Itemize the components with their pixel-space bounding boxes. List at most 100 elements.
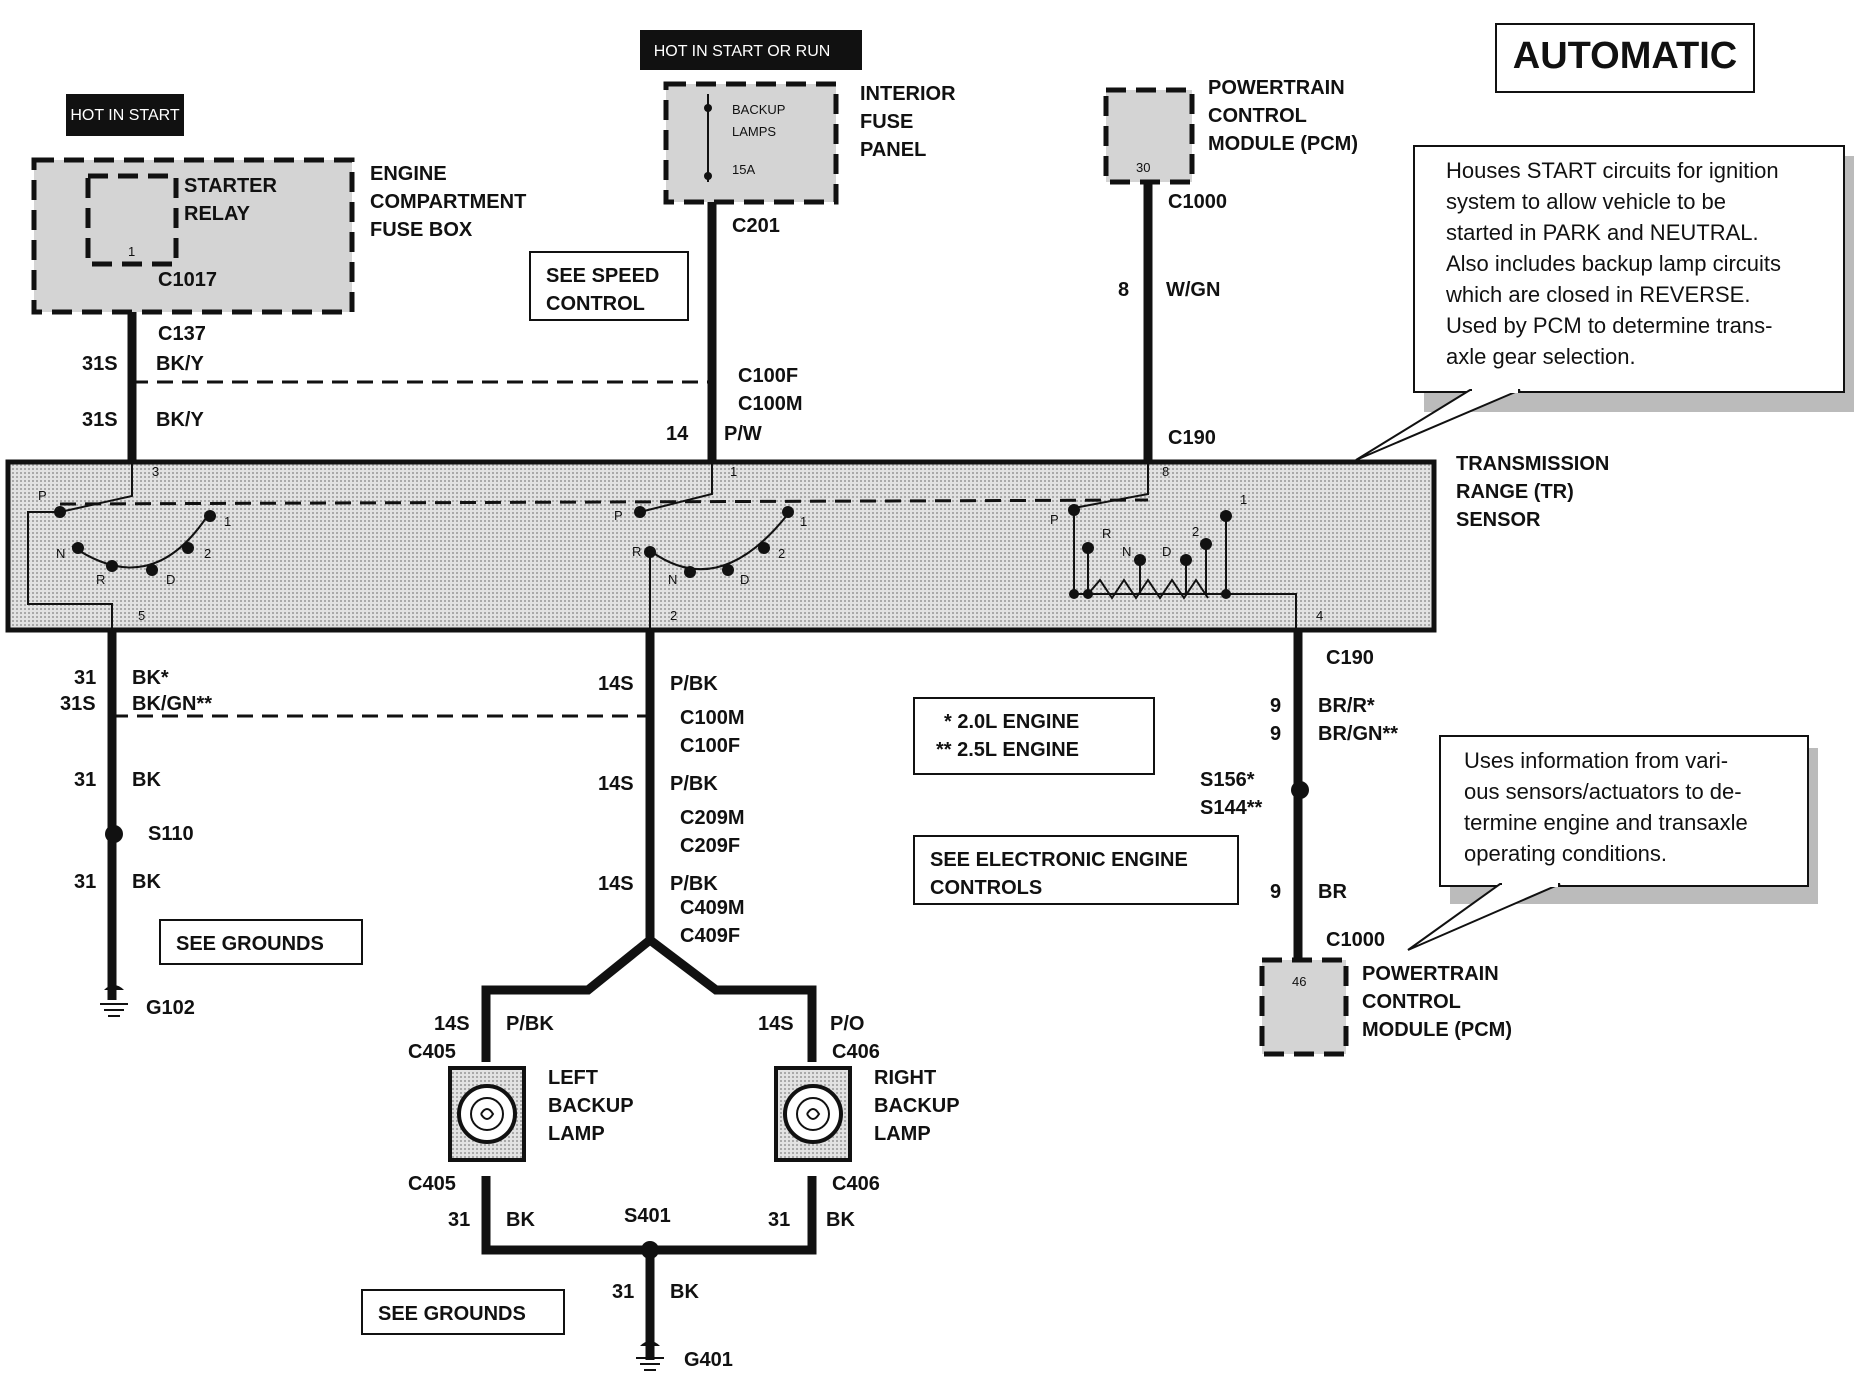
svg-text:31: 31: [612, 1281, 634, 1303]
svg-text:1: 1: [224, 514, 231, 529]
svg-text:LAMPS: LAMPS: [732, 124, 776, 139]
svg-text:BACKUP: BACKUP: [732, 102, 785, 117]
c1017-label: C1017: [158, 269, 217, 291]
c100f-bottom-label: C100F: [680, 735, 740, 757]
svg-text:BR: BR: [1318, 881, 1347, 903]
svg-text:system to allow vehicle to be: system to allow vehicle to be: [1446, 189, 1726, 214]
svg-text:2: 2: [778, 546, 785, 561]
svg-text:SENSOR: SENSOR: [1456, 509, 1541, 531]
svg-text:D: D: [1162, 544, 1171, 559]
svg-text:P/BK: P/BK: [670, 673, 718, 695]
svg-text:P/BK: P/BK: [506, 1013, 554, 1035]
c100f-label: C100F: [738, 365, 798, 387]
svg-text:15A: 15A: [732, 162, 755, 177]
svg-text:R: R: [632, 544, 641, 559]
svg-text:RANGE (TR): RANGE (TR): [1456, 481, 1574, 503]
upper-wires: [127, 182, 1153, 460]
svg-text:MODULE (PCM): MODULE (PCM): [1208, 133, 1358, 155]
svg-text:1: 1: [800, 514, 807, 529]
c405-top-label: C405: [408, 1041, 456, 1063]
svg-text:P/O: P/O: [830, 1013, 864, 1035]
c409f-label: C409F: [680, 925, 740, 947]
starter-relay-label: STARTER: [184, 175, 278, 197]
svg-text:SEE GROUNDS: SEE GROUNDS: [176, 933, 324, 955]
svg-text:BR/R*: BR/R*: [1318, 695, 1375, 717]
svg-text:started in PARK and NEUTRAL.: started in PARK and NEUTRAL.: [1446, 220, 1759, 245]
c100m-label: C100M: [738, 393, 802, 415]
svg-text:R: R: [1102, 526, 1111, 541]
interior-fuse-panel-label: INTERIOR: [860, 83, 956, 105]
c406-top-label: C406: [832, 1041, 880, 1063]
svg-text:termine engine and transaxle: termine engine and transaxle: [1464, 810, 1748, 835]
svg-text:14: 14: [666, 423, 689, 445]
svg-text:axle gear selection.: axle gear selection.: [1446, 344, 1636, 369]
svg-text:PANEL: PANEL: [860, 139, 926, 161]
svg-text:8: 8: [1118, 279, 1129, 301]
svg-text:BK: BK: [506, 1209, 535, 1231]
svg-text:14S: 14S: [758, 1013, 794, 1035]
pcm-sensor-circuit: [1291, 632, 1309, 958]
c209f-label: C209F: [680, 835, 740, 857]
svg-text:** 2.5L ENGINE: ** 2.5L ENGINE: [936, 739, 1079, 761]
svg-text:P: P: [1050, 512, 1059, 527]
svg-text:BK/Y: BK/Y: [156, 353, 204, 375]
svg-text:BK/GN**: BK/GN**: [132, 693, 212, 715]
left-backup-lamp: [448, 1066, 526, 1162]
svg-text:BK/Y: BK/Y: [156, 409, 204, 431]
engine-legend: * 2.0L ENGINE ** 2.5L ENGINE: [913, 697, 1155, 775]
c209m-label: C209M: [680, 807, 744, 829]
svg-text:N: N: [668, 572, 677, 587]
svg-text:3: 3: [152, 464, 159, 479]
svg-text:SEE SPEED: SEE SPEED: [546, 265, 659, 287]
svg-text:CONTROL: CONTROL: [1362, 991, 1461, 1013]
interior-fuse-panel: BACKUP LAMPS 15A INTERIOR FUSE PANEL: [663, 81, 956, 205]
g401-label: G401: [684, 1349, 733, 1371]
c137-label: C137: [158, 323, 206, 345]
title: AUTOMATIC: [1513, 35, 1737, 77]
svg-text:14S: 14S: [598, 873, 634, 895]
svg-text:BK: BK: [132, 871, 161, 893]
svg-text:ous sensors/actuators to de-: ous sensors/actuators to de-: [1464, 779, 1742, 804]
svg-text:BK: BK: [826, 1209, 855, 1231]
svg-text:CONTROLS: CONTROLS: [930, 877, 1042, 899]
svg-text:HOT IN START: HOT IN START: [70, 107, 180, 124]
svg-text:Uses information from vari-: Uses information from vari-: [1464, 748, 1728, 773]
svg-text:9: 9: [1270, 695, 1281, 717]
c1000-top-label: C1000: [1168, 191, 1227, 213]
svg-text:Houses START circuits for igni: Houses START circuits for ignition: [1446, 158, 1779, 183]
pcm-info-callout: Uses information from vari- ous sensors/…: [1407, 735, 1818, 951]
svg-text:14S: 14S: [434, 1013, 470, 1035]
svg-text:Also includes backup lamp circ: Also includes backup lamp circuits: [1446, 251, 1781, 276]
s144-label: S144**: [1200, 797, 1262, 819]
svg-text:1: 1: [128, 244, 135, 259]
tr-info-callout: Houses START circuits for ignition syste…: [1355, 145, 1854, 461]
svg-text:4: 4: [1316, 608, 1323, 623]
left-lamp-label: LEFT: [548, 1067, 598, 1089]
tr-sensor: 3 1 8 5 2 4: [5, 459, 1437, 633]
see-electronic-engine-controls-note: SEE ELECTRONIC ENGINE CONTROLS: [913, 835, 1239, 905]
svg-text:31: 31: [74, 769, 96, 791]
svg-text:2: 2: [670, 608, 677, 623]
svg-text:RELAY: RELAY: [184, 203, 251, 225]
hot-in-start-header: HOT IN START: [66, 94, 184, 136]
svg-text:31: 31: [768, 1209, 790, 1231]
c190-top-label: C190: [1168, 427, 1216, 449]
svg-text:31S: 31S: [60, 693, 96, 715]
svg-text:LAMP: LAMP: [548, 1123, 605, 1145]
s156-label: S156*: [1200, 769, 1255, 791]
svg-text:9: 9: [1270, 723, 1281, 745]
hot-in-start-or-run-header: HOT IN START OR RUN: [640, 30, 862, 70]
svg-text:D: D: [166, 572, 175, 587]
svg-text:31S: 31S: [82, 409, 118, 431]
svg-text:* 2.0L ENGINE: * 2.0L ENGINE: [944, 711, 1079, 733]
svg-text:P/BK: P/BK: [670, 873, 718, 895]
svg-text:which are closed in REVERSE.: which are closed in REVERSE.: [1445, 282, 1750, 307]
svg-text:Used by PCM to determine trans: Used by PCM to determine trans-: [1446, 313, 1772, 338]
svg-text:BK*: BK*: [132, 667, 169, 689]
svg-text:2: 2: [204, 546, 211, 561]
svg-text:9: 9: [1270, 881, 1281, 903]
svg-text:D: D: [740, 572, 749, 587]
svg-text:31: 31: [74, 871, 96, 893]
s401-label: S401: [624, 1205, 671, 1227]
